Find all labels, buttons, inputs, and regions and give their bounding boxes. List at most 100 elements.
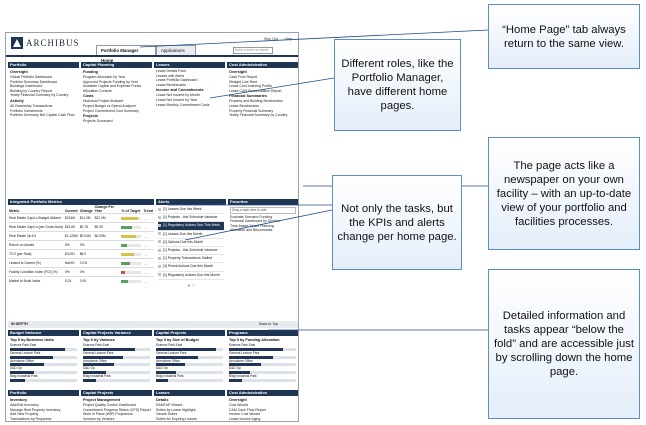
detail-link[interactable]: Suites for Expiring Leases	[156, 416, 197, 421]
bar-row[interactable]: D&D Op	[229, 367, 296, 375]
bar-row[interactable]: General Lecture Park	[156, 351, 223, 359]
task-link[interactable]: Lease Portfolio Dashboard	[156, 78, 198, 83]
metrics-row[interactable]: Real Estate Cap/Lo Budget Utilized$134M$…	[8, 213, 154, 223]
task-link[interactable]: Portfolio Summary Net Capital Cash Flow	[10, 113, 75, 118]
metrics-row[interactable]: Leased to Owned (%)NaN%0.0%→	[8, 258, 154, 268]
detail-link[interactable]: RAMTAR Wizard	[156, 403, 183, 407]
alert-item[interactable]: [1] Projects - this Schedule Variance	[158, 247, 224, 256]
tab-applications[interactable]: Applications	[156, 45, 196, 55]
detail-link[interactable]: Lease Invoice Aging	[229, 416, 261, 421]
detail-link[interactable]: Add/Edit Inventory	[10, 403, 39, 407]
alert-item[interactable]: [4] Permit Actions Due this Month	[158, 263, 224, 272]
alert-item[interactable]: [1] Options Due this Month	[158, 239, 224, 248]
alert-icon	[158, 240, 161, 244]
bar-row[interactable]: Aerodome Office	[83, 359, 150, 367]
detail-link[interactable]: Add New Property	[10, 412, 39, 417]
task-link[interactable]: Leases with Alerts	[156, 73, 185, 78]
task-link[interactable]: Projects Scorecard	[83, 119, 113, 124]
alert-item[interactable]: [1] Regulatory Actions Due This Week	[158, 222, 224, 231]
task-link[interactable]: Lease Benchmarks	[229, 103, 259, 108]
detail-link[interactable]: Archive	[229, 421, 296, 422]
task-link[interactable]: Yearly Financial Summary by Country	[10, 93, 69, 98]
task-section-heading: Oversight	[229, 70, 247, 74]
bar-row[interactable]: Science Park East	[156, 343, 223, 351]
bar-row[interactable]: Bldg Industrial Park	[10, 374, 77, 382]
task-link[interactable]: Lease Details Form	[156, 69, 187, 73]
detail-link[interactable]: Work in Place (WIP) Projections	[83, 412, 133, 417]
bar-track	[229, 371, 296, 375]
alert-item[interactable]: [1] Property Transactions Stalled	[158, 255, 224, 264]
bar-row[interactable]: General Lecture Park	[229, 351, 296, 359]
bar-row[interactable]: Bldg Industrial Park	[156, 374, 223, 382]
detail-link[interactable]: Expirations	[156, 421, 223, 422]
bar-row[interactable]: Aerodome Office	[156, 359, 223, 367]
task-link[interactable]: Portfolio Summary Dashboard	[10, 79, 57, 84]
detail-link[interactable]: Cost Wizard	[229, 403, 249, 407]
task-section-heading: Projects	[83, 114, 98, 119]
metric-change-per-year: $0.09M	[93, 231, 121, 241]
task-link[interactable]: Property Financial Summary	[229, 108, 274, 113]
alert-item[interactable]: [1] Leases Due this Week	[158, 206, 224, 215]
task-link[interactable]: Lease CAM Reconciliation Report	[229, 88, 282, 93]
task-link[interactable]: Project Budget vs Spend Analyzer	[83, 103, 136, 108]
alert-item[interactable]: [1] Regulatory Actions Due this Month	[158, 272, 224, 280]
metrics-row[interactable]: Facility Condition Index (FCI) (%)0%0%→	[8, 267, 154, 277]
detail-link[interactable]: Transactions by Requestor	[10, 416, 52, 421]
task-link[interactable]: Yearly Financial Summary by Country	[229, 113, 288, 118]
bar-row[interactable]: D&D Op	[156, 367, 223, 375]
bar-row[interactable]: General Lecture Park	[10, 351, 77, 359]
tab-portfolio-manager-home[interactable]: Portfolio Manager Home	[96, 45, 156, 63]
favorites-drop-zone[interactable]: Drag a task here to add	[230, 207, 296, 214]
bar-row[interactable]: Science Park East	[83, 343, 150, 351]
detail-link[interactable]: Manage Real Property Inventory	[10, 407, 61, 412]
back-to-top-link[interactable]: Back to Top	[259, 322, 278, 326]
alert-item[interactable]: [1] Leases Due this Month	[158, 231, 224, 239]
favorite-item[interactable]: Allocation and Benchmarks	[230, 228, 273, 233]
task-link[interactable]: Historical Project Analyzer	[83, 99, 124, 104]
task-link[interactable]: Cash Flow Report	[229, 75, 258, 79]
task-link[interactable]: Lease Monthly Commitment Costs	[156, 102, 210, 107]
search-input[interactable]: Enter a form or report	[233, 47, 273, 54]
bar-row[interactable]: D&D Op	[10, 367, 77, 375]
bar-row[interactable]: General Lecture Park	[83, 351, 150, 359]
task-link[interactable]: Global Portfolio Dashboard	[10, 75, 53, 79]
task-link[interactable]: Program Allocation by Year	[83, 75, 126, 79]
metrics-row[interactable]: Real Estate Op Ex$1.126M$0.04M$0.09M→	[8, 231, 154, 241]
task-link[interactable]: All Ownership Transactions	[10, 103, 53, 108]
task-link[interactable]: Buildings Dashboard	[10, 84, 43, 89]
task-link[interactable]: Building by Country Report	[10, 88, 52, 93]
detail-link[interactable]: Transactions by Property Asset Unique	[10, 421, 77, 422]
task-link[interactable]: Available Capital and Expense Funds	[83, 84, 142, 89]
detail-link[interactable]: Vacant Suites	[156, 412, 178, 417]
bar-row[interactable]: Bldg Industrial Park	[83, 374, 150, 382]
bar-row[interactable]: Science Park East	[10, 343, 77, 351]
detail-link[interactable]: Suites by Lease Highlight	[156, 407, 196, 412]
alert-item[interactable]: [1] Projects - this Schedule Variance	[158, 214, 224, 223]
bar-row[interactable]: Bldg Industrial Park	[229, 374, 296, 382]
task-link[interactable]: Project Commitment Cost Summary	[83, 108, 139, 113]
help-link[interactable]: Help	[285, 37, 293, 41]
task-link[interactable]: Portfolio Investments	[10, 108, 43, 113]
task-link[interactable]: Lease Net Income by Year	[156, 97, 198, 102]
bar-row[interactable]: Aerodome Office	[10, 359, 77, 367]
task-link[interactable]: Lease Net Income by Month	[156, 93, 200, 98]
task-link[interactable]: Allocation Console	[83, 88, 112, 93]
task-link[interactable]: Approved Projects Funding by Year	[83, 79, 138, 84]
metrics-row[interactable]: Real Estate Cap/Lo (per Gross Area)$15.6…	[8, 222, 154, 232]
detail-link[interactable]: CAM Cash Flow Report	[229, 407, 266, 412]
alerts-pager[interactable]: ● ○	[187, 282, 195, 289]
bar-row[interactable]: D&D Op	[83, 367, 150, 375]
sign-out-link[interactable]: Sign Out	[264, 37, 278, 41]
task-panel-title: Leases	[154, 62, 225, 68]
detail-link[interactable]: Invoices by Vendors	[83, 416, 115, 421]
detail-link[interactable]: Commitment Progress Status (CPS) Report	[83, 407, 151, 412]
task-link[interactable]: Lease Benchmarks	[156, 82, 186, 87]
detail-link[interactable]: Project Quality Control Dashboard	[83, 403, 137, 407]
task-link[interactable]: Property and Building Benchmarks	[229, 99, 283, 104]
bar-row[interactable]: Science Park East	[229, 343, 296, 351]
metrics-row[interactable]: TCO (per Seat)$3,051$6.0→	[8, 249, 154, 259]
bar-row[interactable]: Aerodome Office	[229, 359, 296, 367]
detail-link[interactable]: Invoice Cost Wizard	[229, 412, 261, 417]
